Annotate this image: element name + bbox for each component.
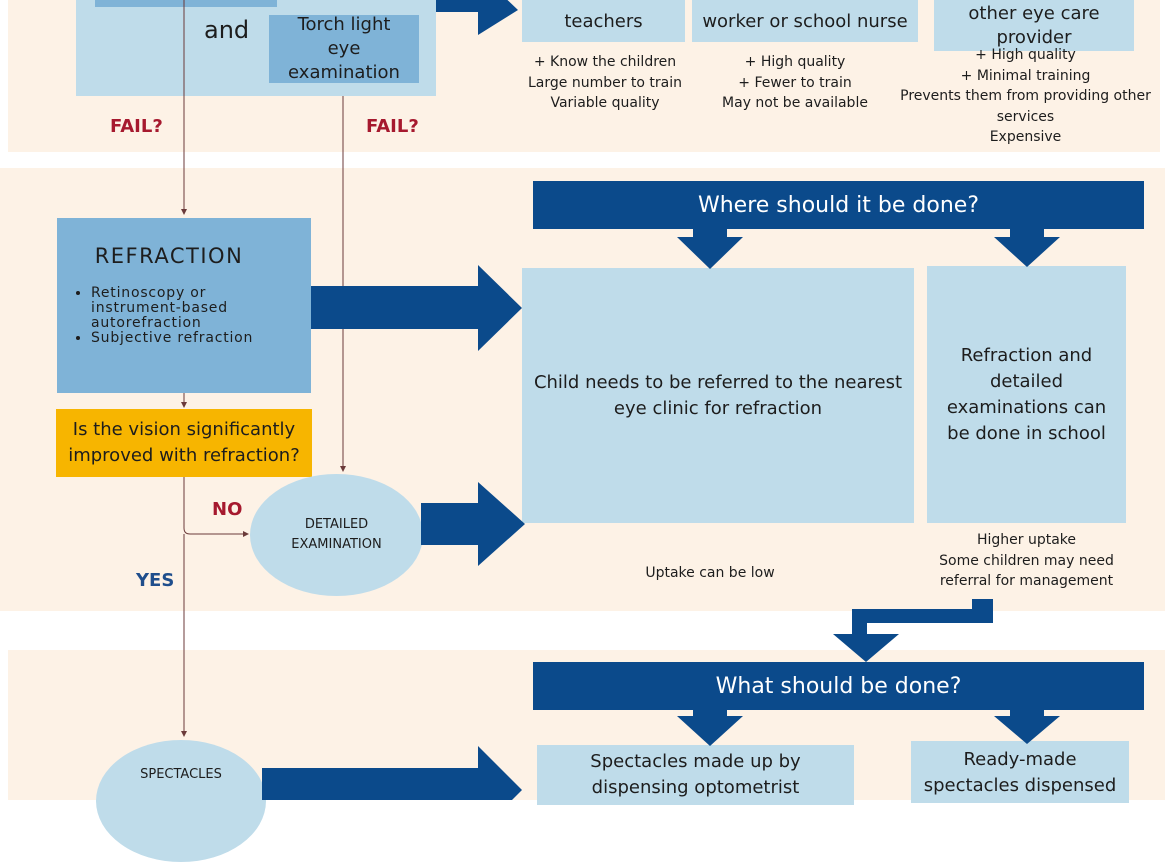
what-banner: What should be done? [533, 662, 1144, 710]
and-label: and [204, 16, 250, 44]
health-worker-note: + Fewer to train [738, 74, 852, 91]
provider-note: + High quality [975, 47, 1076, 63]
uptake-low-note: Uptake can be low [645, 565, 775, 581]
flow-graphics [181, 0, 1060, 800]
refraction-right-arrow-icon [311, 265, 522, 351]
spectacles-right-arrow-icon [262, 746, 522, 800]
health-worker-box: worker or school nurse [692, 0, 918, 42]
fail-label-left: FAIL? [110, 116, 163, 137]
health-worker-notes: + High quality + Fewer to train May not … [705, 52, 885, 114]
higher-uptake-note: Some children may need referral for mana… [939, 552, 1114, 590]
what-down-arrow-left-icon [677, 710, 743, 746]
health-worker-note: + High quality [744, 54, 846, 70]
refraction-item: Subjective refraction [91, 331, 297, 346]
ready-made-spectacles-box: Ready-made spectacles dispensed [911, 741, 1129, 803]
refraction-list: Retinoscopy or instrument-based autorefr… [71, 286, 297, 346]
refraction-box: REFRACTION Retinoscopy or instrument-bas… [57, 218, 311, 393]
refraction-item: Retinoscopy or instrument-based autorefr… [91, 286, 297, 331]
provider-note: + Minimal training [960, 67, 1091, 84]
no-label: NO [212, 499, 243, 520]
school-refraction-box: Refraction and detailed examinations can… [927, 266, 1126, 523]
provider-note: Expensive [989, 129, 1062, 145]
teachers-notes: + Know the children Large number to trai… [505, 52, 705, 114]
visual-acuity-box [95, 0, 277, 7]
clinic-referral-box: Child needs to be referred to the neares… [522, 268, 914, 523]
yes-label: YES [136, 570, 175, 591]
teachers-note: Variable quality [550, 95, 660, 111]
elbow-down-arrow-icon [833, 599, 993, 662]
top-right-arrow-icon [436, 0, 518, 35]
no-connector [183, 477, 249, 537]
higher-uptake-note: Higher uptake [976, 532, 1077, 548]
where-banner: Where should it be done? [533, 181, 1144, 229]
refraction-title: REFRACTION [94, 244, 244, 268]
provider-note: Prevents them from providing other servi… [900, 88, 1151, 125]
torch-examination-box: Torch light eye examination [269, 14, 419, 83]
teachers-box: teachers [522, 0, 685, 42]
teachers-note: Large number to train [527, 74, 683, 91]
what-down-arrow-right-icon [994, 710, 1060, 744]
eye-care-provider-box: other eye care provider [934, 0, 1134, 51]
vision-question-box: Is the vision significantly improved wit… [56, 409, 312, 477]
detailed-right-arrow-icon [421, 482, 525, 566]
made-up-spectacles-box: Spectacles made up by dispensing optomet… [537, 745, 854, 805]
top-arrow-graphics [436, 0, 518, 35]
where-down-arrow-right-icon [994, 229, 1060, 267]
higher-uptake-notes: Higher uptake Some children may need ref… [925, 530, 1128, 592]
where-down-arrow-left-icon [677, 229, 743, 269]
health-worker-note: May not be available [722, 95, 868, 111]
fail-label-right: FAIL? [366, 116, 419, 137]
teachers-note: + Know the children [533, 54, 677, 70]
eye-care-provider-notes: + High quality + Minimal training Preven… [888, 45, 1163, 148]
detailed-examination-ellipse: DETAILED EXAMINATION [250, 474, 423, 596]
